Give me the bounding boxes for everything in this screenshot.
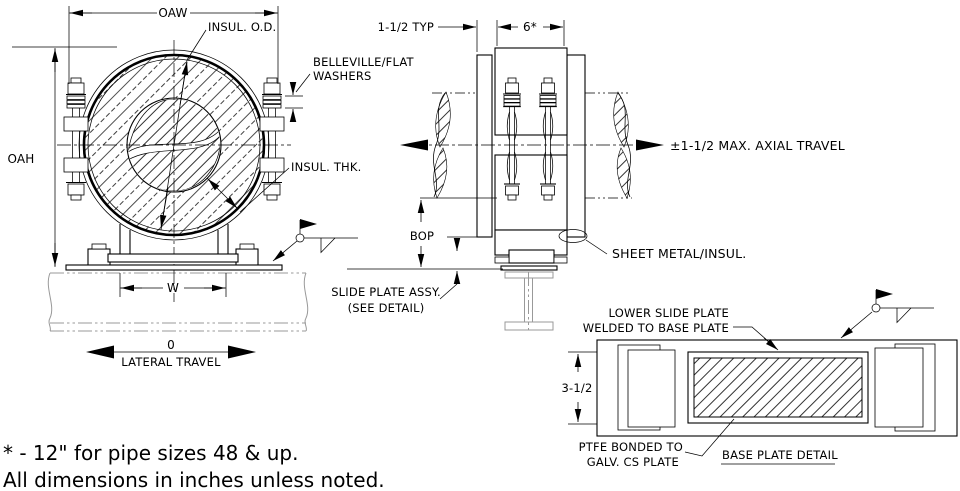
callout-insul-od: INSUL. O.D. — [160, 20, 276, 231]
axial-travel-label: ±1-1/2 MAX. AXIAL TRAVEL — [670, 138, 845, 153]
slide-plate-label-line2: (SEE DETAIL) — [348, 301, 425, 315]
lateral-travel-annotation: 0 LATERAL TRAVEL — [86, 338, 256, 369]
dimension-six: 6* — [496, 20, 565, 46]
axial-travel-arrow-left — [400, 139, 428, 151]
jacket-band-right — [566, 54, 586, 238]
weld-symbol-detail — [840, 288, 935, 339]
callout-slide-plate: SLIDE PLATE ASSY. (SEE DETAIL) — [331, 236, 479, 315]
oaw-label: OAW — [158, 6, 187, 20]
note-dimensions: All dimensions in inches unless noted. — [3, 468, 385, 491]
dimension-bop: BOP — [347, 197, 503, 270]
guide-clip-left — [617, 344, 676, 431]
dimension-w: W — [119, 273, 227, 297]
callout-insul-thk: INSUL. THK. — [206, 160, 362, 213]
weld-symbol-front — [272, 218, 359, 262]
callout-lower-slide-plate: LOWER SLIDE PLATE WELDED TO BASE PLATE — [583, 306, 779, 351]
sheet-metal-label: SHEET METAL/INSUL. — [612, 246, 746, 261]
height-label: 3-1/2 — [562, 381, 593, 395]
lower-slide-label-line1: LOWER SLIDE PLATE — [609, 306, 729, 320]
jacket-band-left — [476, 54, 493, 238]
bop-label: BOP — [410, 229, 434, 243]
pipe-clamp-side — [494, 47, 568, 271]
ptfe-label-line2: GALV. CS PLATE — [587, 455, 679, 469]
insul-thk-label: INSUL. THK. — [291, 160, 362, 174]
saddle-and-base — [65, 224, 283, 271]
base-plate-detail: 3-1/2 LOWER SLIDE PLATE WELDED TO BASE P… — [562, 288, 958, 469]
lateral-travel-value: 0 — [167, 338, 175, 352]
note-pipe-sizes: * - 12" for pipe sizes 48 & up. — [3, 441, 298, 465]
lateral-travel-arrow-left — [86, 345, 114, 359]
dimension-height: 3-1/2 — [562, 354, 593, 422]
pipe-phantom-side — [432, 91, 632, 199]
lateral-travel-arrow-right — [228, 345, 256, 359]
dimension-oah: OAH — [7, 46, 117, 267]
belleville-label-line1: BELLEVILLE/FLAT — [313, 55, 415, 69]
detail-title: BASE PLATE DETAIL — [721, 448, 838, 465]
callout-belleville-washers: BELLEVILLE/FLAT WASHERS — [285, 55, 415, 122]
general-notes: * - 12" for pipe sizes 48 & up. All dime… — [3, 441, 385, 491]
dimension-oaw: OAW — [68, 6, 279, 84]
i-beam-section — [504, 271, 554, 331]
lower-slide-label-line2: WELDED TO BASE PLATE — [583, 321, 729, 335]
axial-travel-annotation: ±1-1/2 MAX. AXIAL TRAVEL — [400, 138, 845, 153]
lateral-travel-label: LATERAL TRAVEL — [121, 355, 221, 369]
ptfe-label-line1: PTFE BONDED TO — [579, 440, 683, 454]
slide-plate-label-line1: SLIDE PLATE ASSY. — [331, 285, 441, 299]
support-beam — [47, 272, 309, 332]
belleville-label-line2: WASHERS — [313, 69, 372, 83]
w-label: W — [167, 281, 179, 295]
front-view: OAW OAH INSUL. O.D. INSUL. THK. — [7, 6, 414, 369]
insul-od-label: INSUL. O.D. — [208, 20, 276, 34]
axial-travel-arrow-right — [636, 139, 664, 151]
dimension-typ: 1-1/2 TYP — [378, 20, 478, 52]
guide-clip-right — [874, 343, 936, 432]
oah-label: OAH — [7, 152, 34, 166]
ptfe-pad — [693, 357, 863, 418]
callout-sheet-metal: SHEET METAL/INSUL. — [558, 229, 746, 261]
detail-title-label: BASE PLATE DETAIL — [722, 448, 838, 462]
callout-ptfe: PTFE BONDED TO GALV. CS PLATE — [579, 418, 735, 469]
side-view: ±1-1/2 MAX. AXIAL TRAVEL 1-1/2 TYP 6* BO… — [331, 20, 845, 331]
six-label: 6* — [523, 20, 537, 34]
typ-label: 1-1/2 TYP — [378, 20, 434, 34]
